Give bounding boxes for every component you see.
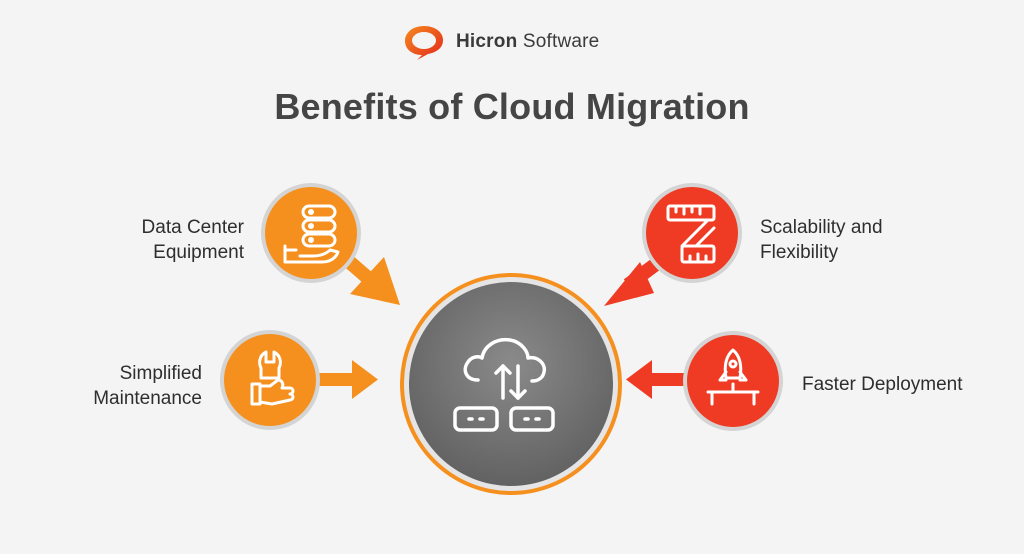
label-data-center: Data Center Equipment: [141, 217, 244, 263]
benefit-circle-maintenance: [220, 330, 320, 430]
page-title: Benefits of Cloud Migration: [274, 86, 750, 127]
brand-logo: Hicron Software: [402, 22, 599, 62]
measuring-tape-icon: [666, 204, 716, 264]
benefit-circle-deployment: [683, 331, 783, 431]
wrench-thumbs-up-icon: [250, 350, 295, 406]
brand-name: Hicron Software: [456, 31, 600, 52]
hub-circle: [400, 273, 622, 495]
arrow-maintenance: [318, 360, 378, 399]
server-hand-icon: [283, 204, 340, 264]
label-deployment: Faster Deployment: [802, 374, 963, 395]
benefit-circle-scalability: [642, 183, 742, 283]
cloud-server-sync-icon: [453, 337, 555, 432]
speech-bubble-logo-icon: [405, 26, 443, 60]
arrow-deployment: [626, 360, 692, 399]
rocket-launch-icon: [706, 348, 760, 406]
label-scalability: Scalability and Flexibility: [760, 217, 883, 263]
benefit-circle-data-center: [261, 183, 361, 283]
label-maintenance: Simplified Maintenance: [93, 363, 202, 409]
